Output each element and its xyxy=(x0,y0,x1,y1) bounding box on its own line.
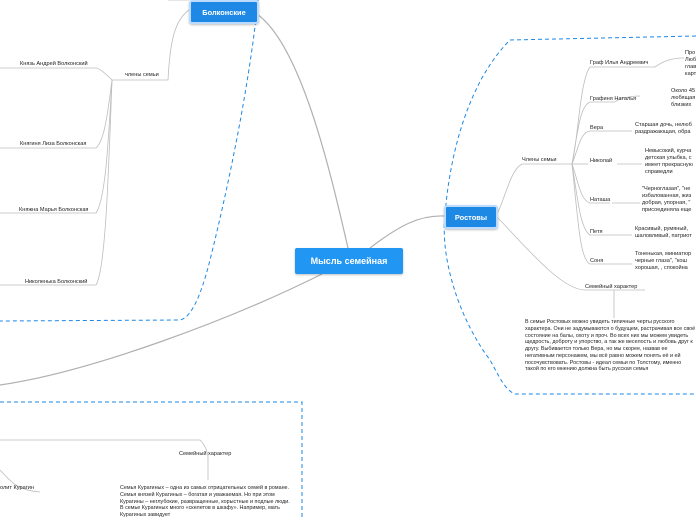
rostov-label: Ростовы xyxy=(454,212,488,222)
rostov-member-petya[interactable]: Петя xyxy=(590,229,603,235)
bolkonsky-members-label[interactable]: члены семьи xyxy=(125,72,159,78)
bolkonsky-member-andrey[interactable]: Князь Андрей Волконский xyxy=(20,61,88,67)
bolkonsky-node[interactable]: Болконские xyxy=(189,0,259,24)
rostov-member-petya-desc[interactable]: Красивый, румяный, шаловливый, патриот xyxy=(635,226,692,239)
kuragin-group-boundary xyxy=(0,401,303,520)
bolkonsky-label: Болконские xyxy=(202,7,246,17)
rostov-character-label[interactable]: Семейный характер xyxy=(585,284,638,290)
link-center-rostov xyxy=(369,215,445,249)
rostov-member-nikolay[interactable]: Николай xyxy=(590,158,613,164)
bolkonsky-branches xyxy=(0,0,190,286)
central-topic-node[interactable]: Мысль семейная xyxy=(295,248,403,274)
kuragin-member-partial[interactable]: олит Курагин xyxy=(0,485,34,491)
rostov-member-natasha-desc[interactable]: "Черноглазая", "не избалованная, жиз доб… xyxy=(642,186,692,213)
rostov-member-sonya-desc[interactable]: Тоненькая, миниатюр черные глаза", "кош … xyxy=(635,251,692,271)
rostov-member-natalya-desc[interactable]: Около 45 любящая близких xyxy=(671,88,696,108)
rostov-node[interactable]: Ростовы xyxy=(444,205,498,229)
rostov-branches xyxy=(495,57,685,318)
rostov-member-vera[interactable]: Вера xyxy=(590,125,604,131)
kuragin-character-text[interactable]: Семья Курагиных – одна из самых отрицате… xyxy=(120,485,290,518)
bolkonsky-member-liza[interactable]: Княгиня Лиза Болконская xyxy=(20,141,87,147)
link-center-kuragin xyxy=(0,273,323,386)
bolkonsky-member-nikolenka[interactable]: Николенька Болконский xyxy=(25,279,88,285)
kuragin-character-label[interactable]: Семейный характер xyxy=(179,451,232,457)
rostov-member-sonya[interactable]: Соня xyxy=(590,258,604,264)
rostov-member-ilya-desc[interactable]: Про Люб глав карт xyxy=(685,50,696,77)
rostov-member-vera-desc[interactable]: Старшая дочь, нелюб раздражающая, обра xyxy=(635,122,692,135)
rostov-member-natalya[interactable]: Графиня Наталья xyxy=(590,96,637,102)
link-center-bolkonsky xyxy=(253,11,349,249)
rostov-member-natasha[interactable]: Наташа xyxy=(590,197,611,203)
rostov-member-nikolay-desc[interactable]: Невысокий, курча детская улыбка, с имеет… xyxy=(645,148,693,175)
rostov-member-ilya[interactable]: Граф Илья Андреевич xyxy=(590,60,649,66)
rostov-character-text[interactable]: В семье Ростовых можно увидеть типичные … xyxy=(525,319,696,373)
bolkonsky-group-boundary xyxy=(0,0,259,322)
central-topic-label: Мысль семейная xyxy=(310,256,388,266)
rostov-group-boundary xyxy=(443,35,696,395)
bolkonsky-member-marya[interactable]: Княжна Марья Болконская xyxy=(19,207,89,213)
kuragin-branches xyxy=(0,439,209,493)
rostov-members-label[interactable]: Члены семьи xyxy=(522,157,557,163)
